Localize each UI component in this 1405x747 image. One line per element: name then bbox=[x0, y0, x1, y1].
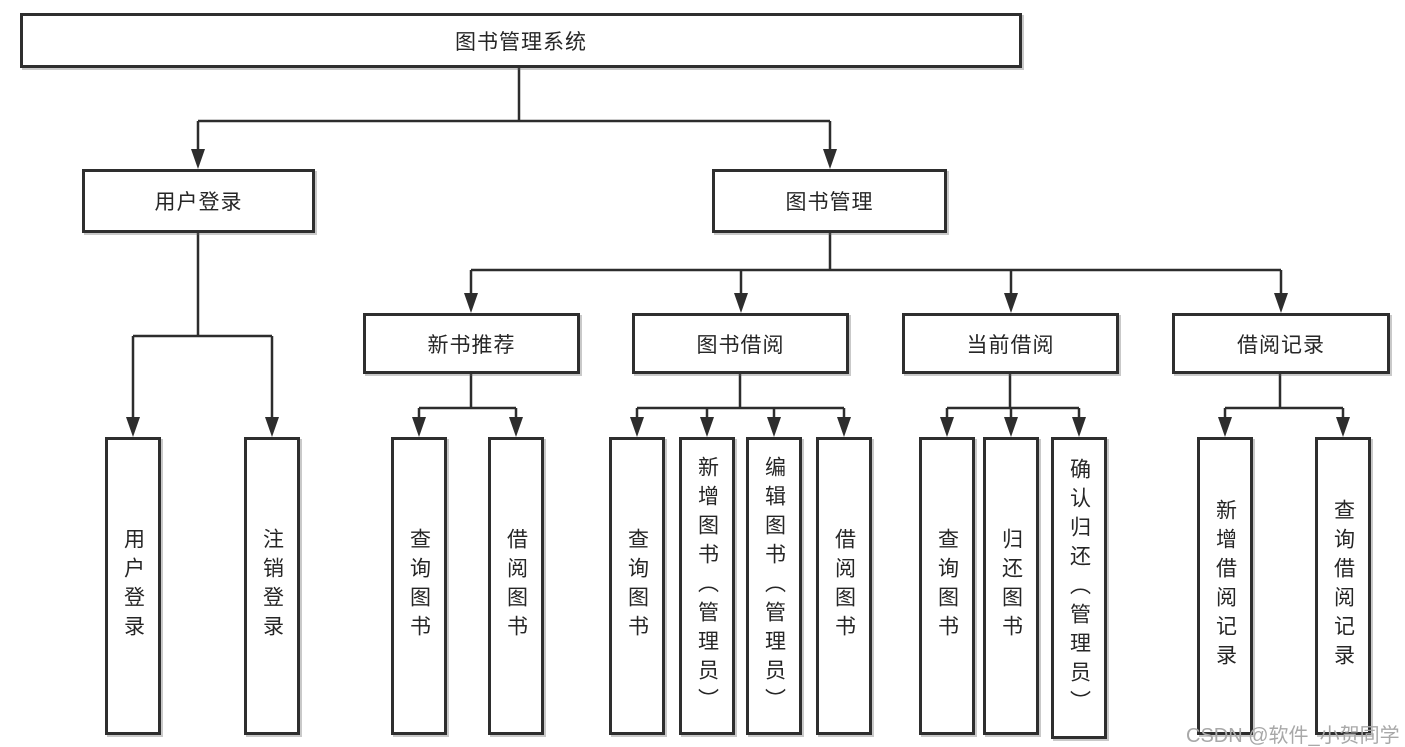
node-leaf-borrow-add: 新增图书（管理员） bbox=[679, 437, 735, 735]
node-user-login-label: 用户登录 bbox=[154, 191, 243, 214]
node-leaf-records-add-label: 新增借阅记录 bbox=[1213, 499, 1237, 673]
node-book-mgmt-label: 图书管理 bbox=[785, 191, 874, 214]
node-book-mgmt: 图书管理 bbox=[712, 169, 947, 233]
node-leaf-current-query: 查询图书 bbox=[919, 437, 975, 735]
watermark: CSDN @软件_小贺同学 bbox=[1186, 725, 1400, 747]
node-book-borrow-label: 图书借阅 bbox=[696, 333, 785, 357]
node-borrow-records: 借阅记录 bbox=[1172, 313, 1390, 374]
node-leaf-borrow-query: 查询图书 bbox=[609, 437, 665, 735]
node-leaf-newbook-borrow-label: 借阅图书 bbox=[504, 528, 528, 644]
node-leaf-borrow-edit: 编辑图书（管理员） bbox=[746, 437, 802, 735]
node-leaf-current-confirm-label: 确认归还（管理员） bbox=[1067, 457, 1091, 719]
node-current-borrow-label: 当前借阅 bbox=[966, 333, 1055, 357]
node-leaf-records-query-label: 查询借阅记录 bbox=[1331, 499, 1355, 673]
node-new-book: 新书推荐 bbox=[363, 313, 580, 374]
node-leaf-borrow-edit-label: 编辑图书（管理员） bbox=[762, 455, 786, 717]
node-leaf-borrow-query-label: 查询图书 bbox=[625, 528, 649, 644]
node-leaf-current-confirm: 确认归还（管理员） bbox=[1051, 437, 1107, 739]
node-leaf-login-label: 用户登录 bbox=[121, 528, 145, 644]
connector-bookmgmt-to-level3 bbox=[464, 233, 1288, 313]
node-borrow-records-label: 借阅记录 bbox=[1237, 333, 1325, 357]
node-leaf-records-query: 查询借阅记录 bbox=[1315, 437, 1371, 735]
node-user-login: 用户登录 bbox=[82, 169, 315, 233]
node-leaf-borrow-add-label: 新增图书（管理员） bbox=[695, 455, 719, 717]
connector-current-to-leaves bbox=[940, 374, 1086, 437]
connector-bookborrow-to-leaves bbox=[630, 374, 851, 437]
node-leaf-current-return: 归还图书 bbox=[983, 437, 1039, 735]
node-leaf-logout: 注销登录 bbox=[244, 437, 300, 735]
node-leaf-current-query-label: 查询图书 bbox=[935, 528, 959, 644]
node-leaf-newbook-query-label: 查询图书 bbox=[407, 528, 431, 644]
node-leaf-newbook-borrow: 借阅图书 bbox=[488, 437, 544, 735]
node-leaf-borrow-borrow-label: 借阅图书 bbox=[832, 528, 856, 644]
node-leaf-current-return-label: 归还图书 bbox=[999, 528, 1023, 644]
connector-root-to-level2 bbox=[191, 68, 837, 169]
node-root-label: 图书管理系统 bbox=[455, 30, 587, 54]
node-leaf-borrow-borrow: 借阅图书 bbox=[816, 437, 872, 735]
node-leaf-login: 用户登录 bbox=[105, 437, 161, 735]
node-new-book-label: 新书推荐 bbox=[427, 333, 516, 357]
connector-records-to-leaves bbox=[1218, 374, 1350, 437]
node-leaf-logout-label: 注销登录 bbox=[260, 528, 284, 644]
node-current-borrow: 当前借阅 bbox=[902, 313, 1119, 374]
node-book-borrow: 图书借阅 bbox=[632, 313, 849, 374]
node-root: 图书管理系统 bbox=[20, 13, 1022, 68]
connector-userlogin-to-leaves bbox=[126, 233, 279, 437]
node-leaf-newbook-query: 查询图书 bbox=[391, 437, 447, 735]
connector-newbook-to-leaves bbox=[412, 374, 523, 437]
node-leaf-records-add: 新增借阅记录 bbox=[1197, 437, 1253, 735]
